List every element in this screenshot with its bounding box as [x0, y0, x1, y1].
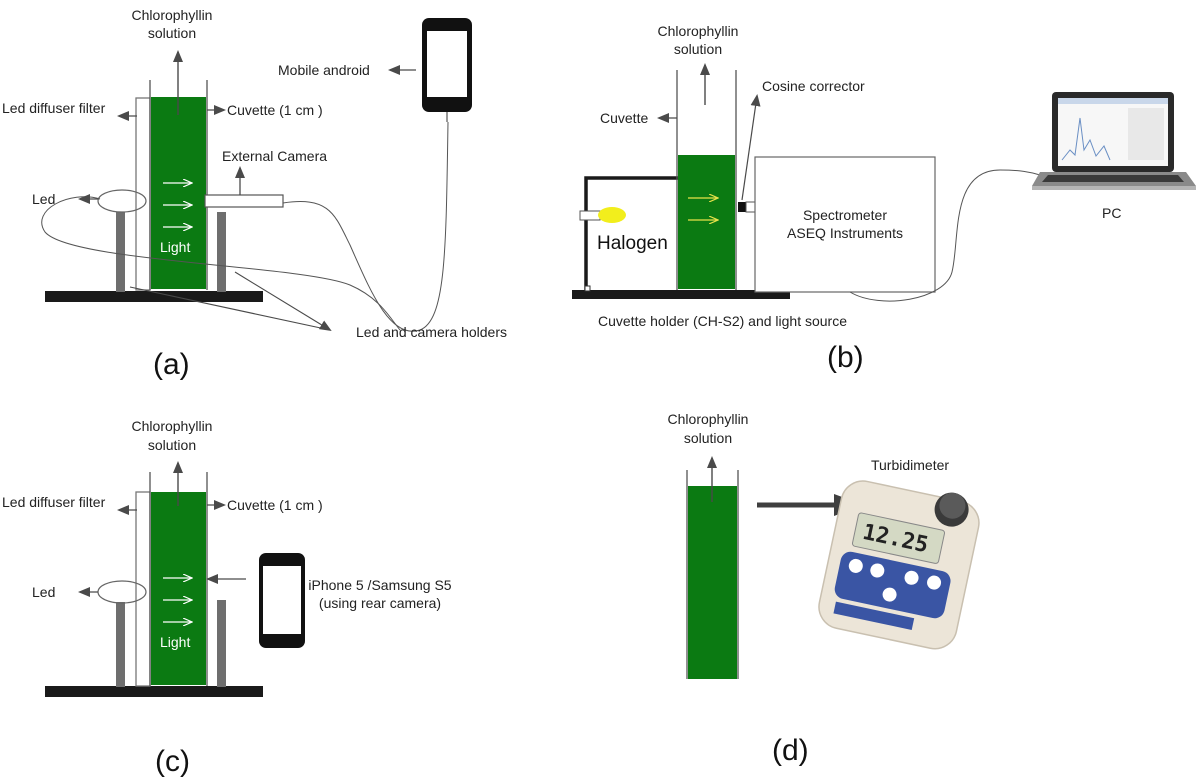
- panel-d-tag: (d): [772, 734, 809, 767]
- holder-label: Cuvette holder (CH-S2) and light source: [598, 313, 847, 329]
- base-plate: [45, 291, 263, 302]
- chlorophyllin-label-line1: Chlorophyllin: [132, 418, 213, 434]
- spectrometer-label-line1: Spectrometer: [803, 207, 887, 223]
- panel-c: Light Chlorophyllin solution Cuvette (1 …: [2, 418, 452, 778]
- turbidimeter-label: Turbidimeter: [871, 457, 949, 473]
- chlorophyllin-label-line1: Chlorophyllin: [668, 411, 749, 427]
- pc-cable: [849, 169, 1041, 302]
- holder-base: [572, 290, 790, 299]
- phone-holder-post: [217, 600, 226, 687]
- led: [97, 189, 147, 213]
- cosine-corrector-label: Cosine corrector: [762, 78, 865, 94]
- holders-label: Led and camera holders: [356, 324, 507, 340]
- turbidimeter-device: 12.25: [818, 480, 980, 650]
- laptop-pc: [1032, 92, 1196, 190]
- led-label: Led: [32, 191, 55, 207]
- led-diffuser-filter: [135, 491, 151, 687]
- panel-a: Light Chlorophyllin solution Cuvette (1 …: [2, 7, 507, 381]
- chlorophyllin-label-line1: Chlorophyllin: [132, 7, 213, 23]
- phone-label-line2: (using rear camera): [319, 595, 441, 611]
- led-holder-post: [116, 602, 125, 687]
- panel-b-tag: (b): [827, 341, 864, 374]
- halogen-label: Halogen: [597, 233, 668, 254]
- spectrometer-box: [754, 156, 936, 293]
- base-plate: [45, 686, 263, 697]
- external-camera-label: External Camera: [222, 148, 327, 164]
- cuvette-label: Cuvette: [600, 110, 648, 126]
- chlorophyllin-solution: [678, 155, 735, 289]
- chlorophyllin-label-line2: solution: [148, 437, 196, 453]
- panel-d: 12.25 Chlorophyllin solution Turbidimete…: [668, 411, 980, 767]
- cuvette-label: Cuvette (1 cm ): [227, 102, 323, 118]
- panel-b: Halogen Spectrometer ASEQ Instruments PC: [572, 23, 1196, 374]
- panel-a-tag: (a): [153, 348, 190, 381]
- cosine-corrector: [738, 202, 746, 212]
- diffuser-filter-label: Led diffuser filter: [2, 494, 106, 510]
- chlorophyllin-label-line2: solution: [148, 25, 196, 41]
- light-source-frame: [584, 176, 680, 290]
- external-camera: [204, 194, 284, 208]
- led-diffuser-filter: [135, 97, 151, 291]
- phone-label-line1: iPhone 5 /Samsung S5: [308, 577, 451, 593]
- light-label: Light: [160, 634, 190, 650]
- chlorophyllin-solution: [151, 492, 206, 685]
- diffuser-filter-label: Led diffuser filter: [2, 100, 106, 116]
- spectrometer-label-line2: ASEQ Instruments: [787, 225, 903, 241]
- mobile-android-label: Mobile android: [278, 62, 370, 78]
- chlorophyllin-label-line2: solution: [674, 41, 722, 57]
- cuvette-label: Cuvette (1 cm ): [227, 497, 323, 513]
- light-label: Light: [160, 239, 190, 255]
- panel-c-tag: (c): [155, 745, 190, 778]
- pc-label: PC: [1102, 205, 1121, 221]
- led-holder-post: [116, 212, 125, 292]
- camera-holder-post: [217, 212, 226, 292]
- led-cable: [41, 196, 401, 331]
- chlorophyllin-label-line2: solution: [684, 430, 732, 446]
- chlorophyllin-solution: [151, 97, 206, 289]
- chlorophyllin-label-line1: Chlorophyllin: [658, 23, 739, 39]
- halogen-bulb: [598, 207, 626, 223]
- chlorophyllin-solution: [688, 486, 737, 679]
- led-label: Led: [32, 584, 55, 600]
- halogen-socket: [579, 210, 601, 221]
